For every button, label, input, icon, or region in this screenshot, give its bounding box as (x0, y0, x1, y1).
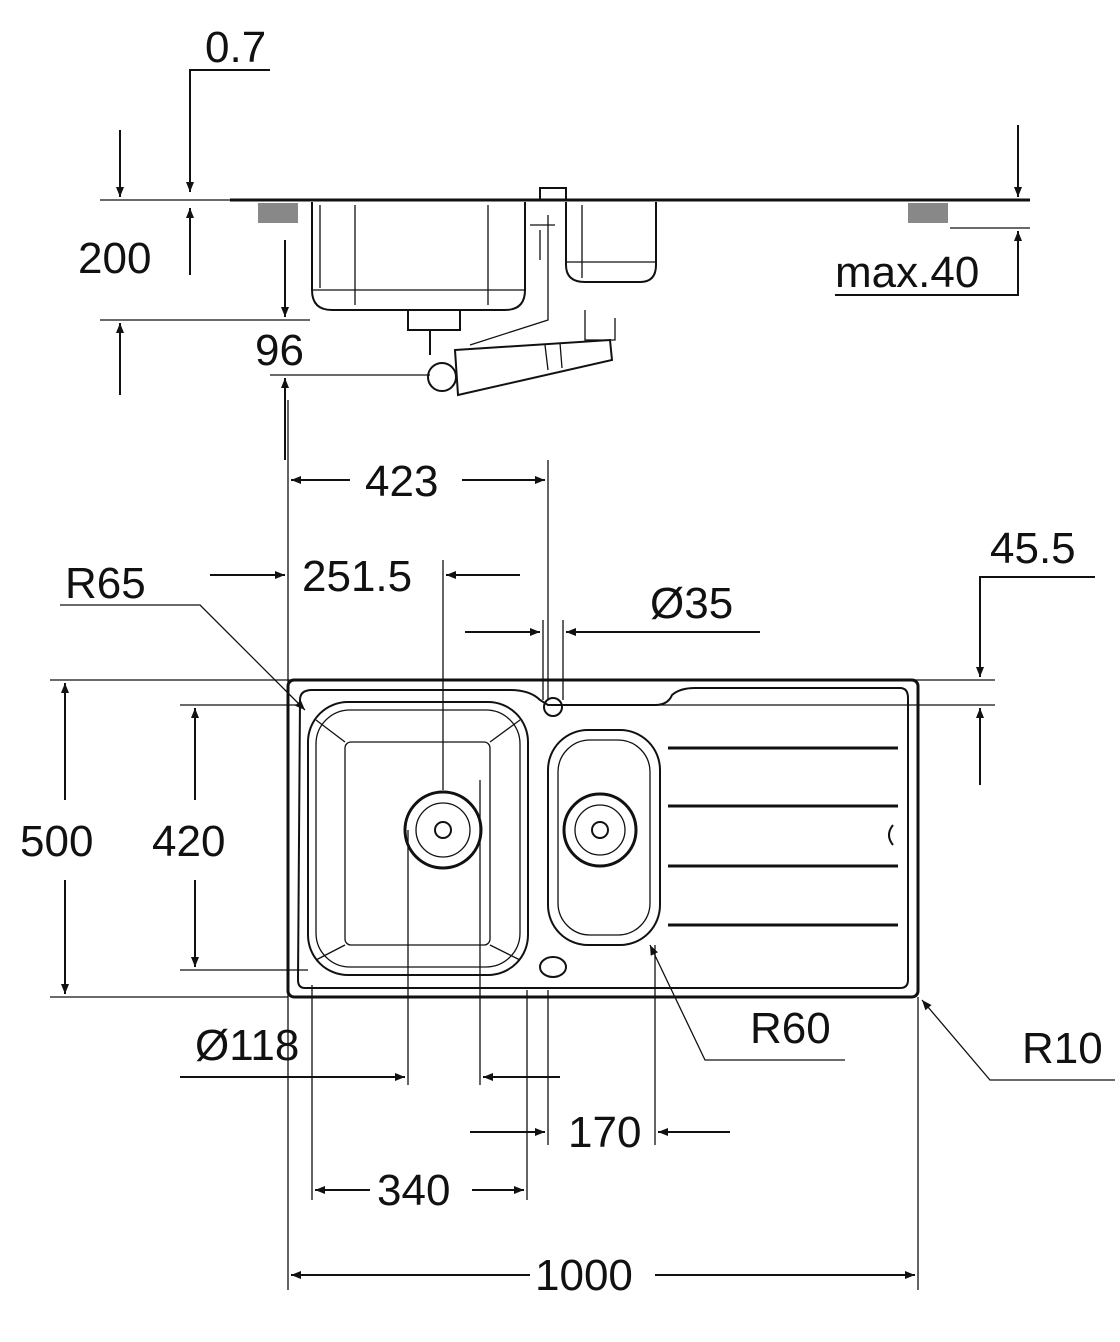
depth-label: 200 (78, 234, 151, 283)
main-bowl-label: 340 (377, 1166, 450, 1215)
plan-view (286, 678, 920, 999)
tap-distance-label: 423 (365, 457, 438, 506)
countertop-label: max.40 (835, 248, 979, 297)
offset-label: 96 (255, 326, 304, 375)
r60-label: R60 (750, 1004, 831, 1053)
drain-diameter-label: Ø118 (195, 1021, 299, 1070)
r10-label: R10 (1022, 1024, 1103, 1073)
drainboard-grooves (668, 746, 898, 927)
drain-center-label: 251.5 (302, 552, 412, 601)
side-view (230, 187, 1030, 397)
bowl-width-label: 420 (152, 817, 225, 866)
side-dimensions: 0.7 200 96 max.40 (78, 23, 1030, 460)
tap-offset-label: 45.5 (990, 524, 1076, 573)
r65-label: R65 (65, 559, 146, 608)
tap-diameter-label: Ø35 (650, 579, 733, 628)
plan-dimensions: 423 251.5 Ø35 45.5 R65 500 420 Ø118 R60 (20, 400, 1115, 1300)
width-label: 500 (20, 817, 93, 866)
length-label: 1000 (535, 1251, 633, 1300)
small-bowl-label: 170 (568, 1108, 641, 1157)
thickness-label: 0.7 (205, 23, 266, 72)
